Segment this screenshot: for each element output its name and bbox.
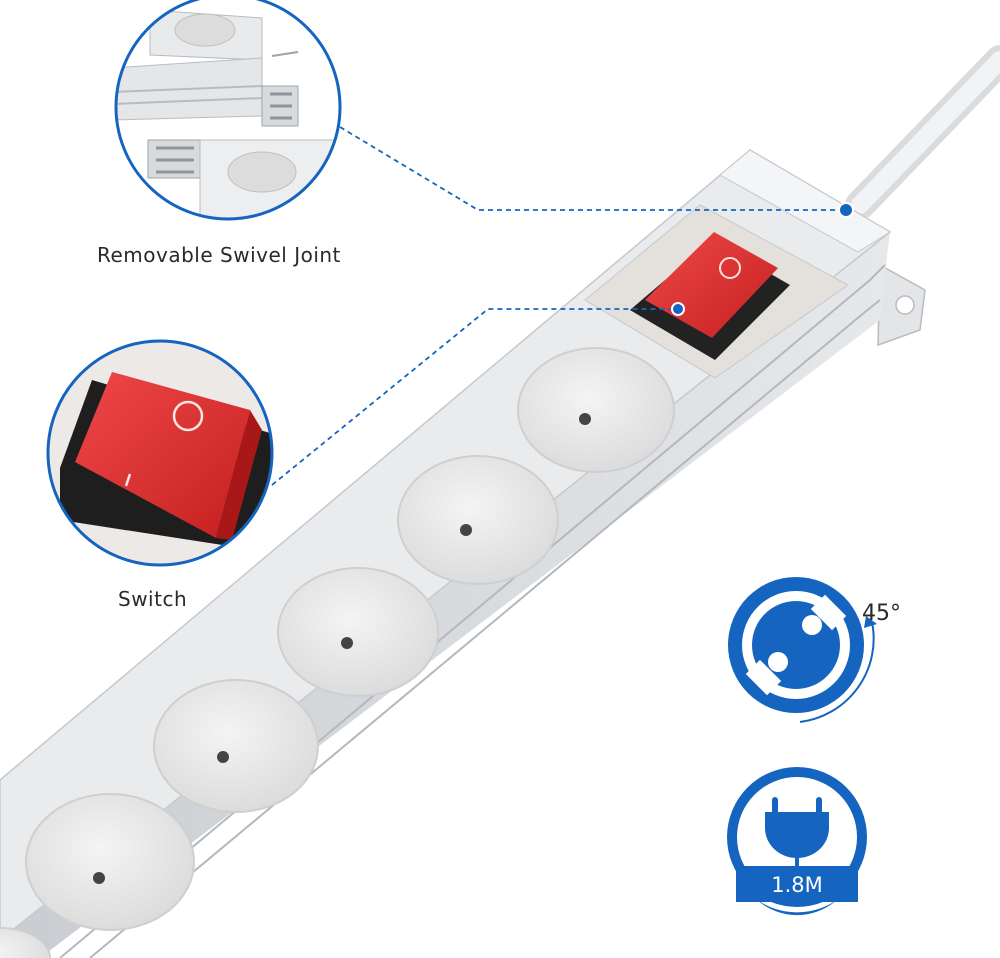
switch-callout-line [271,308,678,486]
socket-2 [397,455,559,585]
switch-caption: Switch [118,587,188,611]
socket-1 [517,347,675,473]
swivel-joint-caption: Removable Swivel Joint [97,243,341,267]
rotation-arrow-icon [799,621,875,723]
joint-callout-line [339,126,846,211]
cable-length-label: 1.8M [771,873,823,897]
schuko-socket-icon [728,577,864,713]
switch-detail [46,339,274,567]
socket-3 [277,567,439,697]
socket-row [0,347,675,958]
socket-4 [153,679,319,813]
socket-5 [25,793,195,931]
rotation-label: 45° [862,601,901,626]
plug-cable-icon [727,767,867,916]
socket-6 [0,927,51,958]
switch-callout-dot [671,302,685,316]
joint-callout-dot [838,202,854,218]
swivel-joint-detail [114,0,342,221]
